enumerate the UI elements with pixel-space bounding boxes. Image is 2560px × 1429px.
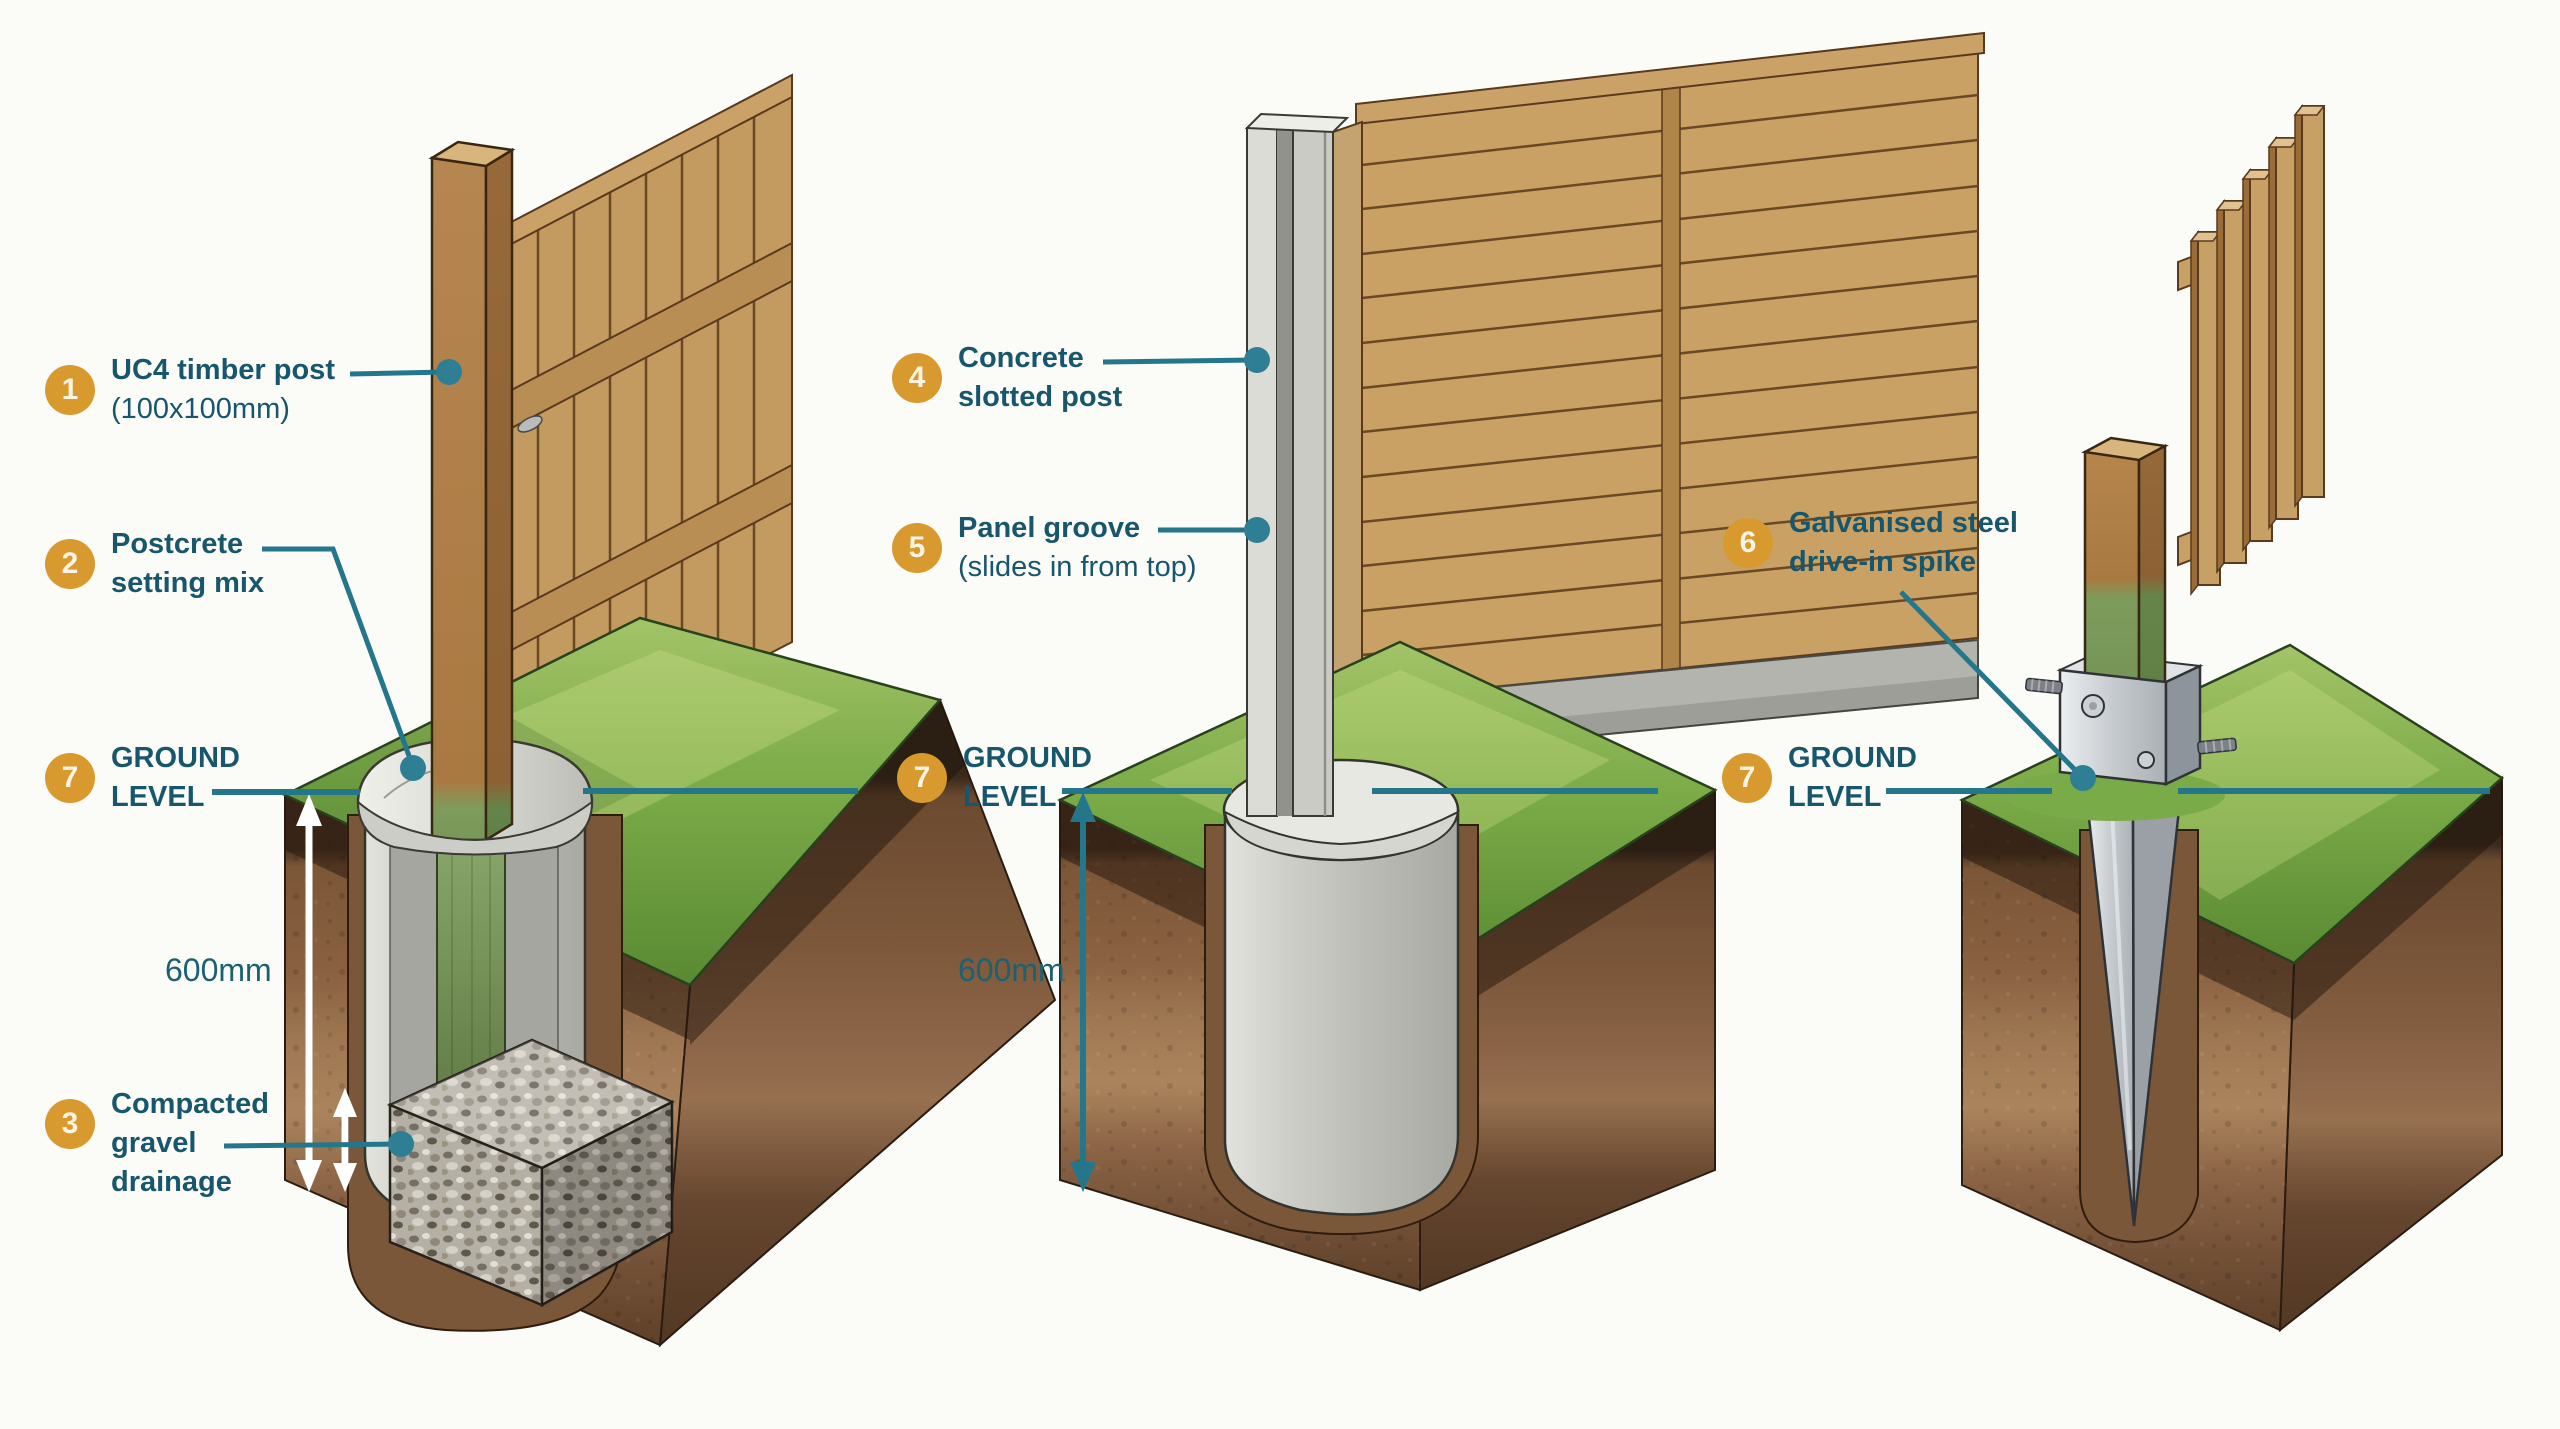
leader-dot xyxy=(1244,517,1270,543)
callout-line: Galvanised steel xyxy=(1789,507,2018,539)
callout-text: GROUND LEVEL xyxy=(963,739,1092,817)
callout-gravel: 3 Compacted gravel drainage xyxy=(45,1085,269,1202)
post-top-face xyxy=(428,140,516,168)
callout-badge-7: 7 xyxy=(45,753,95,803)
callout-text: GROUND LEVEL xyxy=(111,739,240,817)
callout-badge-5: 5 xyxy=(892,523,942,573)
fence-panel-feather-edge xyxy=(2177,103,2326,597)
callout-text: Concrete slotted post xyxy=(958,339,1122,417)
callout-line: slotted post xyxy=(958,381,1123,413)
concrete-slotted-post-illustration xyxy=(1057,31,1985,1292)
callout-line: gravel xyxy=(111,1127,197,1159)
callout-timber-post: 1 UC4 timber post (100x100mm) xyxy=(45,351,335,429)
callout-badge-6: 6 xyxy=(1723,518,1773,568)
dome-front-rim xyxy=(356,799,594,856)
callout-text: Compacted gravel drainage xyxy=(111,1085,269,1202)
callout-line: GROUND xyxy=(111,742,240,774)
depth-measurement-left: 600mm xyxy=(165,952,272,988)
callout-line: Postcrete xyxy=(111,528,244,560)
fence-panel-horizontal-slats xyxy=(1332,31,1985,710)
callout-text: Galvanised steel drive-in spike xyxy=(1789,504,2018,582)
topsoil-band xyxy=(1420,790,1715,1032)
topsoil-band xyxy=(2294,778,2502,1020)
callout-badge-7: 7 xyxy=(1722,753,1772,803)
leader-dot xyxy=(436,359,462,385)
gravel-depth-arrow xyxy=(333,1088,357,1192)
leader-dot xyxy=(1244,347,1270,373)
steel-spike-blade xyxy=(2085,798,2182,1227)
callout-line: Concrete xyxy=(958,342,1084,374)
concrete-cylinder-footing xyxy=(1223,808,1460,1216)
treated-post-below-ground xyxy=(436,845,506,1087)
depth-measurement-mid: 600mm xyxy=(958,952,1065,988)
leader-line-gravel xyxy=(223,1141,400,1149)
leader-line-spike xyxy=(1899,590,2083,778)
callout-line: (100x100mm) xyxy=(111,393,290,425)
panel-clip xyxy=(517,415,543,433)
panel-groove-channel xyxy=(1277,126,1293,816)
leader-line-postcrete xyxy=(262,546,415,765)
callout-line: UC4 timber post xyxy=(111,354,335,386)
fence-top-cap xyxy=(1355,31,1985,126)
callout-line: GROUND xyxy=(1788,742,1917,774)
callout-line: setting mix xyxy=(111,567,265,599)
drive-in-spike-illustration xyxy=(1959,103,2505,1333)
post-top-face xyxy=(1244,112,1350,134)
callout-line: LEVEL xyxy=(963,781,1057,813)
socket-bolt xyxy=(2137,751,2155,769)
callout-text: UC4 timber post (100x100mm) xyxy=(111,351,335,429)
threaded-bolt xyxy=(2197,737,2237,755)
annotation-layer xyxy=(212,347,2490,1157)
callout-panel-groove: 5 Panel groove (slides in from top) xyxy=(892,509,1197,587)
callout-ground-level-left: 7 GROUND LEVEL xyxy=(45,739,240,817)
callout-text: Postcrete setting mix xyxy=(111,525,264,603)
callout-line: GROUND xyxy=(963,742,1092,774)
timber-post-illustration xyxy=(282,73,1057,1348)
gravel-drainage-block xyxy=(386,1038,675,1308)
callout-text: Panel groove (slides in from top) xyxy=(958,509,1197,587)
panel-tongue-in-groove xyxy=(1332,120,1363,710)
callout-slotted-post: 4 Concrete slotted post xyxy=(892,339,1122,417)
callout-line: LEVEL xyxy=(111,781,205,813)
callout-badge-3: 3 xyxy=(45,1099,95,1149)
depth-arrow-600mm xyxy=(1070,792,1096,1192)
callout-postcrete: 2 Postcrete setting mix xyxy=(45,525,264,603)
callout-line: Panel groove xyxy=(958,512,1141,544)
galvanised-socket xyxy=(2025,664,2237,786)
callout-ground-level-mid: 7 GROUND LEVEL xyxy=(897,739,1092,817)
leader-dot xyxy=(400,755,426,781)
topsoil-band xyxy=(690,700,965,1045)
callout-line: LEVEL xyxy=(1788,781,1882,813)
callout-badge-1: 1 xyxy=(45,365,95,415)
callout-text: GROUND LEVEL xyxy=(1788,739,1917,817)
leader-dot xyxy=(388,1131,414,1157)
footing-front-rim xyxy=(1223,810,1460,862)
callout-badge-2: 2 xyxy=(45,539,95,589)
callout-line: Compacted xyxy=(111,1088,269,1120)
fence-panel-vertical-boards xyxy=(495,73,793,794)
depth-arrow-600mm xyxy=(296,794,322,1192)
callout-ground-level-right: 7 GROUND LEVEL xyxy=(1722,739,1917,817)
timber-post-in-socket xyxy=(2081,436,2169,707)
post-top-face xyxy=(2081,436,2169,462)
callout-badge-4: 4 xyxy=(892,353,942,403)
callout-badge-7: 7 xyxy=(897,753,947,803)
leader-line-timber-post xyxy=(349,369,448,377)
callout-line: (slides in from top) xyxy=(958,551,1197,583)
threaded-bolt xyxy=(2025,677,2063,695)
callout-line: drainage xyxy=(111,1166,232,1198)
concrete-slotted-post xyxy=(1244,112,1350,817)
leader-line-slotted-post xyxy=(1102,357,1255,365)
panel-center-divider xyxy=(1661,83,1681,671)
callout-line: drive-in spike xyxy=(1789,546,1976,578)
leader-dot xyxy=(2070,765,2096,791)
callout-drive-in-spike: 6 Galvanised steel drive-in spike xyxy=(1723,504,2018,582)
uc4-timber-post xyxy=(428,140,516,843)
